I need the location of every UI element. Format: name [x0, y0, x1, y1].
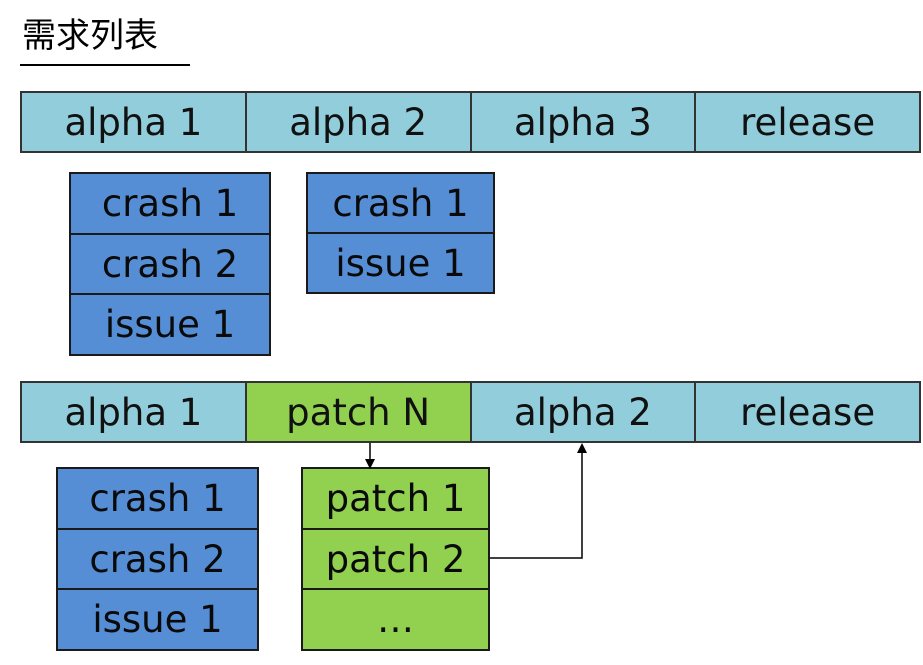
- top-stack-1-item: crash 2: [71, 235, 269, 296]
- bottom-stack-1-item: crash 2: [58, 530, 257, 591]
- top-timeline-alpha-3: alpha 3: [471, 93, 697, 151]
- top-stack-alpha-2: crash 1 issue 1: [306, 172, 495, 294]
- bottom-stack-alpha-1: crash 1 crash 2 issue 1: [56, 467, 259, 651]
- patch-item-ellipsis: …: [377, 598, 414, 642]
- arrow-patch-2-to-alpha-2: [490, 443, 587, 559]
- top-timeline: alpha 1 alpha 2 alpha 3 release: [20, 91, 921, 153]
- patch-item: patch 2: [303, 530, 488, 591]
- top-timeline-release: release: [696, 93, 919, 151]
- bottom-timeline-alpha-1: alpha 1: [22, 383, 247, 441]
- patch-item: patch 1: [303, 469, 488, 530]
- top-stack-alpha-1: crash 1 crash 2 issue 1: [69, 172, 271, 356]
- top-timeline-alpha-2: alpha 2: [246, 93, 472, 151]
- bottom-timeline: alpha 1 patch N alpha 2 release: [20, 381, 921, 443]
- bottom-timeline-patch-n: patch N: [246, 383, 472, 441]
- bottom-stack-1-item: crash 1: [58, 469, 257, 530]
- top-stack-2-item: crash 1: [308, 174, 493, 234]
- top-stack-2-item: issue 1: [335, 241, 466, 285]
- bottom-stack-1-item: issue 1: [92, 598, 223, 642]
- bottom-timeline-alpha-2: alpha 2: [471, 383, 697, 441]
- bottom-timeline-release: release: [696, 383, 919, 441]
- title-underline: [20, 64, 190, 66]
- diagram-title: 需求列表: [22, 16, 158, 56]
- bottom-stack-patches: patch 1 patch 2 …: [301, 467, 490, 651]
- top-timeline-alpha-1: alpha 1: [22, 93, 247, 151]
- top-stack-1-item: crash 1: [71, 174, 269, 235]
- top-stack-1-item: issue 1: [104, 303, 236, 347]
